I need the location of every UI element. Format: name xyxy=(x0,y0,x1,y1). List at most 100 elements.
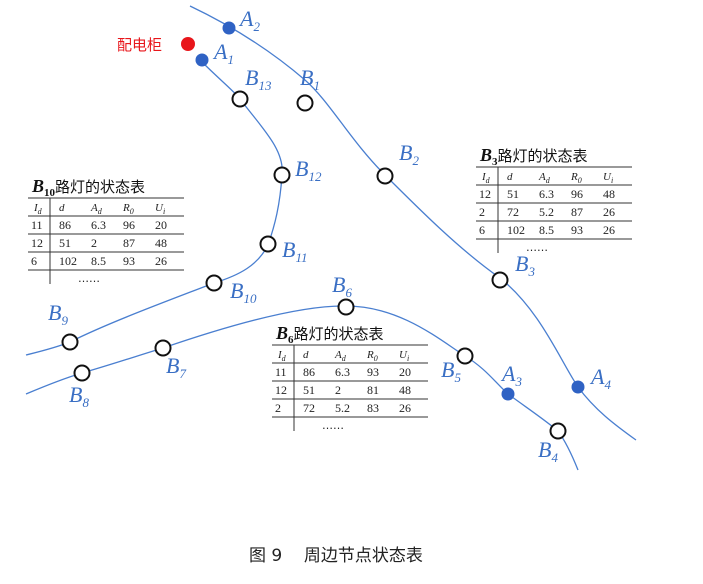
table-cell: 93 xyxy=(367,365,379,379)
label-b3: B3 xyxy=(515,251,535,279)
table-cell: 8.5 xyxy=(91,254,106,268)
table-cell: 2 xyxy=(479,205,485,219)
label-b9: B9 xyxy=(48,300,68,328)
table-cell: 6.3 xyxy=(335,365,350,379)
node-b2 xyxy=(376,167,394,185)
table-cell: 2 xyxy=(335,383,341,397)
label-b1: B1 xyxy=(300,65,320,93)
node-b12 xyxy=(273,166,291,184)
table-cell: 87 xyxy=(571,205,583,219)
table-cell: 6 xyxy=(479,223,485,237)
label-b11: B11 xyxy=(282,237,308,265)
node-a2 xyxy=(222,21,236,35)
open-nodes xyxy=(61,90,567,440)
table-cell: 48 xyxy=(399,383,411,397)
node-a1 xyxy=(195,53,209,67)
label-b10: B10 xyxy=(230,278,257,306)
table-cell: 87 xyxy=(123,236,135,250)
table-cell: 12 xyxy=(479,187,491,201)
table-header: Id xyxy=(481,171,491,185)
table-header: Id xyxy=(33,202,43,216)
title-text: 路灯的状态表 xyxy=(55,178,145,196)
title-letter: B xyxy=(31,176,44,196)
table-header: Ui xyxy=(399,349,409,363)
table-cell: 26 xyxy=(155,254,167,268)
title-subscript: 6 xyxy=(288,334,294,346)
filled-nodes xyxy=(195,21,585,401)
table-cell: 5.2 xyxy=(335,401,350,415)
table-cell: 48 xyxy=(155,236,167,250)
status-table-b3: B3路灯的状态表 Id d Ad R0 Ui 12 51 6.3 96 48 2 72 5.2 87 26 6 1… xyxy=(476,145,632,254)
table-cell: 2 xyxy=(91,236,97,250)
cable-lines xyxy=(25,5,637,471)
table-header: d xyxy=(303,349,309,361)
table-ellipsis: …… xyxy=(78,272,100,285)
table-cell: 6.3 xyxy=(539,187,554,201)
table-cell: 6 xyxy=(31,254,37,268)
table-header: R0 xyxy=(570,171,582,185)
label-a3: A3 xyxy=(500,361,522,389)
title-subscript: 10 xyxy=(44,187,56,199)
table-cell: 51 xyxy=(507,187,519,201)
table-cell: 83 xyxy=(367,401,379,415)
table-cell: 26 xyxy=(399,401,411,415)
table-header: Ad xyxy=(334,349,347,363)
title-subscript: 3 xyxy=(492,156,498,168)
table-cell: 6.3 xyxy=(91,218,106,232)
label-b12: B12 xyxy=(295,156,322,184)
table-header: Ad xyxy=(538,171,551,185)
table-header: R0 xyxy=(122,202,134,216)
label-b5: B5 xyxy=(441,357,461,385)
table-cell: 81 xyxy=(367,383,379,397)
node-b1 xyxy=(296,94,314,112)
table-cell: 102 xyxy=(59,254,77,268)
label-a4: A4 xyxy=(589,364,611,392)
table-cell: 96 xyxy=(571,187,583,201)
table-cell: 48 xyxy=(603,187,615,201)
table-cell: 11 xyxy=(31,218,43,232)
label-b7: B7 xyxy=(166,353,186,381)
table-cell: 93 xyxy=(123,254,135,268)
table-cell: 72 xyxy=(303,401,315,415)
table-header: R0 xyxy=(366,349,378,363)
table-header: Id xyxy=(277,349,287,363)
table-cell: 51 xyxy=(59,236,71,250)
figure-caption: 图 9 周边节点状态表 xyxy=(249,546,423,566)
node-b5 xyxy=(456,347,474,365)
table-cell: 20 xyxy=(399,365,411,379)
table-cell: 93 xyxy=(571,223,583,237)
table-cell: 5.2 xyxy=(539,205,554,219)
table-cell: 72 xyxy=(507,205,519,219)
label-a1: A1 xyxy=(212,39,234,67)
node-b4 xyxy=(549,422,567,440)
node-a3 xyxy=(501,387,515,401)
node-b8 xyxy=(73,364,91,382)
table-cell: 20 xyxy=(155,218,167,232)
table-header: d xyxy=(507,171,513,183)
table-cell: 12 xyxy=(31,236,43,250)
table-cell: 12 xyxy=(275,383,287,397)
table-cell: 26 xyxy=(603,205,615,219)
node-b7 xyxy=(154,339,172,357)
table-cell: 96 xyxy=(123,218,135,232)
table-header: Ui xyxy=(603,171,613,185)
distribution-cabinet-node xyxy=(181,37,195,51)
line-b8-b4 xyxy=(25,305,579,471)
table-ellipsis: …… xyxy=(526,241,548,254)
node-labels: A2 A1 B13 B1 B2 B12 B11 B3 B10 B6 B9 B7 … xyxy=(48,6,611,465)
table-cell: 11 xyxy=(275,365,287,379)
title-text: 路灯的状态表 xyxy=(498,147,588,165)
table-title: B10路灯的状态表 xyxy=(31,176,145,199)
table-header: Ui xyxy=(155,202,165,216)
node-b10 xyxy=(205,274,223,292)
label-b4: B4 xyxy=(538,437,558,465)
table-cell: 26 xyxy=(603,223,615,237)
table-header: Ad xyxy=(90,202,103,216)
title-letter: B xyxy=(479,145,492,165)
table-title: B3路灯的状态表 xyxy=(479,145,588,168)
table-cell: 102 xyxy=(507,223,525,237)
table-header: d xyxy=(59,202,65,214)
table-cell: 51 xyxy=(303,383,315,397)
node-b11 xyxy=(259,235,277,253)
